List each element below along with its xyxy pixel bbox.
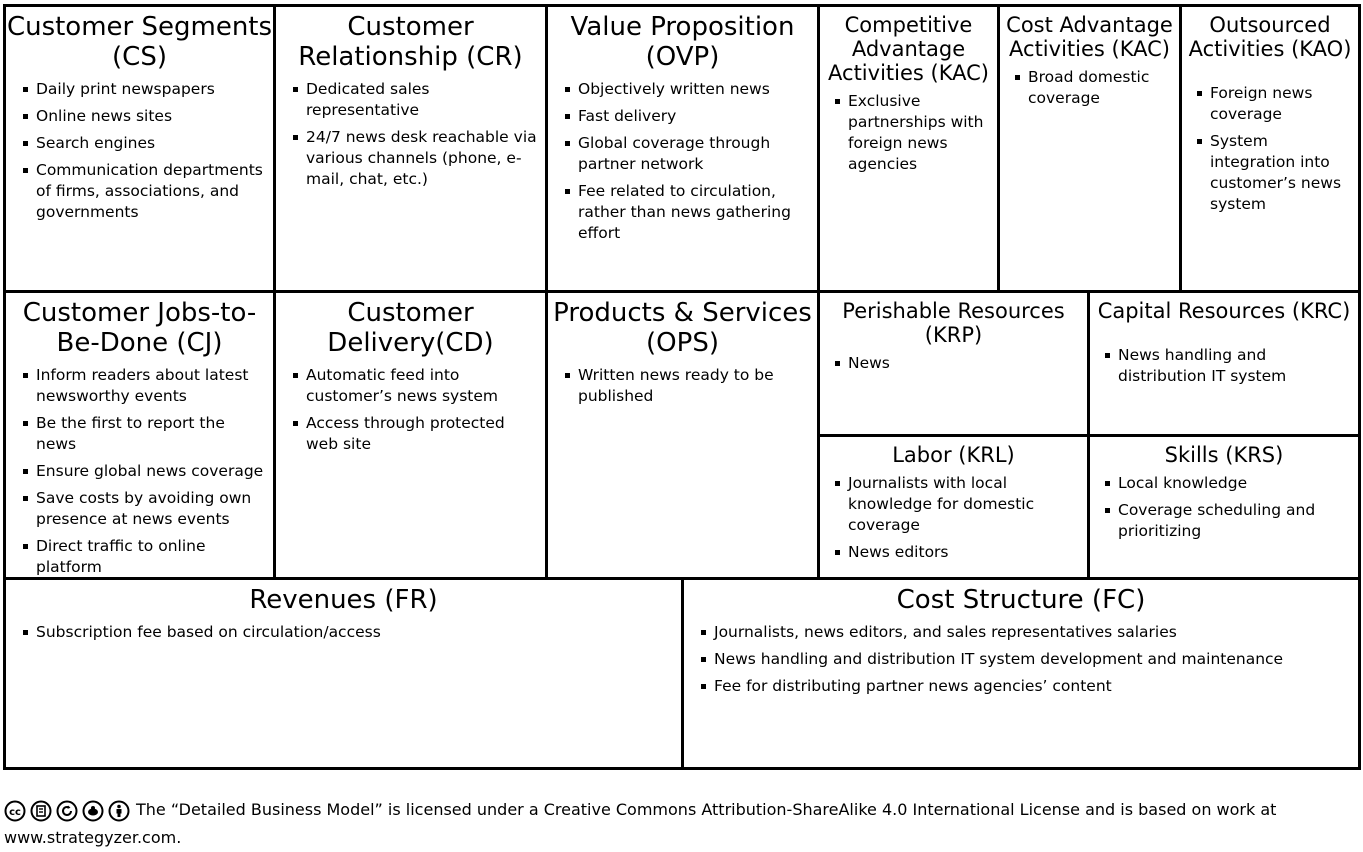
- perishable-resources-panel: Perishable Resources (KRP) News: [817, 290, 1090, 437]
- attribution-icon: [108, 800, 130, 821]
- products-services-title: Products & Services (OPS): [553, 298, 812, 358]
- list-item: Local knowledge: [1096, 473, 1352, 494]
- list-item: Search engines: [14, 133, 267, 154]
- customer-relationship-panel: Customer Relationship (CR) Dedicated sal…: [273, 4, 548, 293]
- svg-text:cc: cc: [9, 807, 21, 818]
- list-item: Communication departments of firms, asso…: [14, 160, 267, 223]
- license-text: The “Detailed Business Model” is license…: [4, 800, 1277, 847]
- customer-jobs-list: Inform readers about latest newsworthy e…: [6, 359, 273, 577]
- list-item: News: [826, 353, 1081, 374]
- capital-resources-panel: Capital Resources (KRC) News handling an…: [1087, 290, 1361, 437]
- cost-structure-title: Cost Structure (FC): [896, 585, 1146, 615]
- list-item: Fast delivery: [556, 106, 811, 127]
- cost-advantage-list: Broad domestic coverage: [1000, 61, 1179, 109]
- list-item: System integration into customer’s news …: [1188, 131, 1352, 215]
- competitive-advantage-list: Exclusive partnerships with foreign news…: [820, 85, 997, 175]
- list-item: Automatic feed into customer’s news syst…: [284, 365, 539, 407]
- labor-panel: Labor (KRL) Journalists with local knowl…: [817, 434, 1090, 580]
- competitive-advantage-title: Competitive Advantage Activities (KAC): [828, 13, 989, 86]
- revenues-panel: Revenues (FR) Subscription fee based on …: [3, 577, 684, 770]
- customer-delivery-panel: Customer Delivery(CD) Automatic feed int…: [273, 290, 548, 580]
- list-item: Access through protected web site: [284, 413, 539, 455]
- capital-resources-title: Capital Resources (KRC): [1097, 299, 1351, 323]
- cost-structure-list: Journalists, news editors, and sales rep…: [684, 616, 1358, 697]
- outsourced-activities-title: Outsourced Activities (KAO): [1188, 13, 1352, 62]
- cost-advantage-panel: Cost Advantage Activities (KAC) Broad do…: [997, 4, 1182, 293]
- by-icon: [30, 800, 52, 821]
- nc-icon: [82, 800, 104, 821]
- list-item: Inform readers about latest newsworthy e…: [14, 365, 267, 407]
- labor-title: Labor (KRL): [892, 443, 1015, 467]
- list-item: Written news ready to be published: [556, 365, 811, 407]
- list-item: Objectively written news: [556, 79, 811, 100]
- list-item: Be the first to report the news: [14, 413, 267, 455]
- license-icons: cc: [4, 800, 130, 822]
- list-item: Journalists with local knowledge for dom…: [826, 473, 1081, 536]
- customer-segments-panel: Customer Segments (CS) Daily print newsp…: [3, 4, 276, 293]
- cc-icon: cc: [4, 800, 26, 821]
- list-item: News handling and distribution IT system…: [692, 649, 1352, 670]
- competitive-advantage-panel: Competitive Advantage Activities (KAC) E…: [817, 4, 1000, 293]
- customer-relationship-list: Dedicated sales representative 24/7 news …: [276, 73, 545, 190]
- list-item: 24/7 news desk reachable via various cha…: [284, 127, 539, 190]
- list-item: Journalists, news editors, and sales rep…: [692, 622, 1352, 643]
- cost-structure-panel: Cost Structure (FC) Journalists, news ed…: [681, 577, 1361, 770]
- list-item: Global coverage through partner network: [556, 133, 811, 175]
- outsourced-activities-panel: Outsourced Activities (KAO) Foreign news…: [1179, 4, 1361, 293]
- customer-relationship-title: Customer Relationship (CR): [298, 12, 523, 72]
- list-item: Subscription fee based on circulation/ac…: [14, 622, 675, 643]
- revenues-title: Revenues (FR): [249, 585, 438, 615]
- customer-jobs-title: Customer Jobs-to-Be-Done (CJ): [22, 298, 257, 358]
- list-item: Direct traffic to online platform: [14, 536, 267, 577]
- list-item: Online news sites: [14, 106, 267, 127]
- customer-delivery-title: Customer Delivery(CD): [327, 298, 494, 358]
- list-item: Dedicated sales representative: [284, 79, 539, 121]
- perishable-resources-list: News: [820, 347, 1087, 374]
- list-item: Fee related to circulation, rather than …: [556, 181, 811, 244]
- skills-title: Skills (KRS): [1164, 443, 1284, 467]
- value-proposition-title: Value Proposition (OVP): [570, 12, 795, 72]
- products-services-list: Written news ready to be published: [548, 359, 817, 407]
- cost-advantage-title: Cost Advantage Activities (KAC): [1006, 13, 1173, 62]
- list-item: News editors: [826, 542, 1081, 563]
- products-services-panel: Products & Services (OPS) Written news r…: [545, 290, 820, 580]
- sa-icon: [56, 800, 78, 821]
- value-proposition-panel: Value Proposition (OVP) Objectively writ…: [545, 4, 820, 293]
- list-item: Save costs by avoiding own presence at n…: [14, 488, 267, 530]
- list-item: News handling and distribution IT system: [1096, 345, 1352, 387]
- list-item: Fee for distributing partner news agenci…: [692, 676, 1352, 697]
- labor-list: Journalists with local knowledge for dom…: [820, 467, 1087, 563]
- revenues-list: Subscription fee based on circulation/ac…: [6, 616, 681, 643]
- license-footer: cc The “Detailed Business Model” is lice…: [4, 796, 1304, 852]
- list-item: Daily print newspapers: [14, 79, 267, 100]
- list-item: Coverage scheduling and prioritizing: [1096, 500, 1352, 542]
- customer-jobs-panel: Customer Jobs-to-Be-Done (CJ) Inform rea…: [3, 290, 276, 580]
- list-item: Ensure global news coverage: [14, 461, 267, 482]
- perishable-resources-title: Perishable Resources (KRP): [842, 299, 1065, 348]
- customer-delivery-list: Automatic feed into customer’s news syst…: [276, 359, 545, 455]
- list-item: Broad domestic coverage: [1006, 67, 1173, 109]
- capital-resources-list: News handling and distribution IT system: [1090, 323, 1358, 387]
- customer-segments-title: Customer Segments (CS): [6, 12, 273, 72]
- list-item: Exclusive partnerships with foreign news…: [826, 91, 991, 175]
- list-item: Foreign news coverage: [1188, 83, 1352, 125]
